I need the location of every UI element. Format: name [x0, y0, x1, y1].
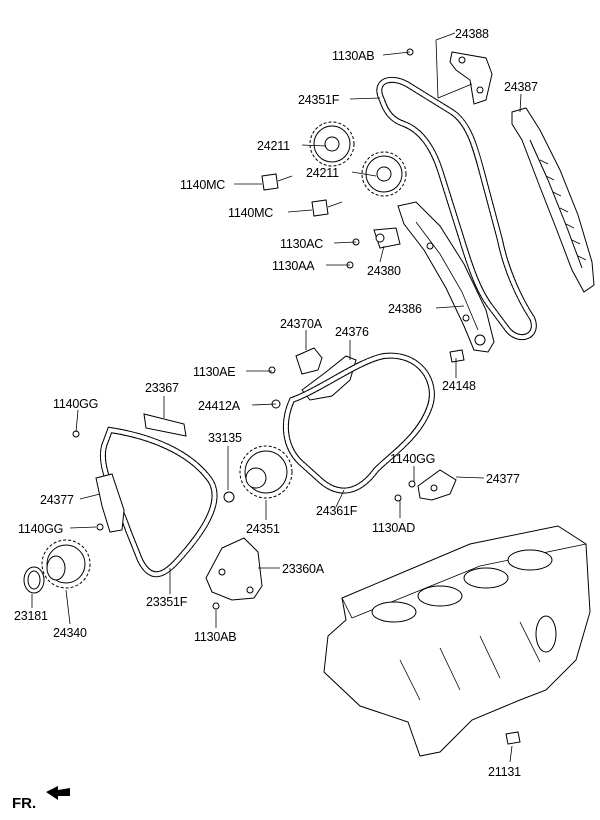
timing-chain-24361F: [282, 352, 435, 494]
label-1140MC-b: 1140MC: [228, 206, 273, 220]
bolt-1140MC-a: [261, 173, 293, 191]
label-1130AC: 1130AC: [280, 237, 323, 251]
bolt-1140GG-c: [96, 523, 104, 531]
label-1140MC-a: 1140MC: [180, 178, 225, 192]
label-24211-a: 24211: [257, 139, 290, 153]
guide-24377-right: [417, 469, 457, 501]
label-24370A: 24370A: [280, 317, 323, 331]
label-24376: 24376: [335, 325, 369, 339]
label-23181: 23181: [14, 609, 48, 623]
guide-23367: [143, 413, 187, 437]
label-24211-b: 24211: [306, 166, 339, 180]
seal-ring-23181: [23, 566, 45, 594]
sprocket-24351: [239, 445, 293, 499]
label-1130AB-top: 1130AB: [332, 49, 374, 63]
part-labels: 1130AB 24388 24387 24351F 24211 1140MC 2…: [12, 27, 538, 812]
bolt-1130AE: [268, 366, 276, 374]
tensioner-arm-24386: [397, 201, 495, 353]
label-24361F: 24361F: [316, 504, 358, 518]
bolt-1140MC-b: [311, 199, 343, 217]
leader-lines: [31, 32, 522, 763]
sprocket-24211-b: [361, 151, 407, 197]
chain-guide-24387: [511, 107, 595, 293]
label-24351F: 24351F: [298, 93, 340, 107]
label-23351F: 23351F: [146, 595, 188, 609]
sprocket-24340: [41, 539, 91, 589]
label-24340: 24340: [53, 626, 87, 640]
bolt-21131: [505, 731, 521, 745]
bracket-23360A: [205, 537, 263, 601]
label-24386: 24386: [388, 302, 422, 316]
guide-24377-left: [95, 473, 125, 533]
label-23367: 23367: [145, 381, 179, 395]
bracket-24370A: [295, 347, 323, 375]
label-1130AA: 1130AA: [272, 259, 315, 273]
bolt-1130AB-bottom: [212, 602, 220, 610]
front-arrow-icon: [46, 786, 70, 800]
label-front-direction: FR.: [12, 795, 36, 812]
label-23360A: 23360A: [282, 562, 325, 576]
part-33135: [223, 491, 235, 503]
bolt-1130AD: [394, 494, 402, 502]
label-24412A: 24412A: [198, 399, 241, 413]
bolt-24148: [449, 349, 465, 363]
label-1140GG-c: 1140GG: [18, 522, 63, 536]
label-1140GG-b: 1140GG: [390, 452, 435, 466]
label-1130AB-bottom: 1130AB: [194, 630, 236, 644]
label-24387: 24387: [504, 80, 538, 94]
label-24351: 24351: [246, 522, 280, 536]
engine-block: [323, 525, 591, 757]
label-24380: 24380: [367, 264, 401, 278]
label-24388: 24388: [455, 27, 489, 41]
label-21131: 21131: [488, 765, 521, 779]
label-1130AD: 1130AD: [372, 521, 415, 535]
label-1140GG-a: 1140GG: [53, 397, 98, 411]
label-33135: 33135: [208, 431, 242, 445]
label-24377-left: 24377: [40, 493, 74, 507]
bracket-24388: [449, 51, 493, 105]
sprocket-24211-a: [309, 121, 355, 167]
label-24377-right: 24377: [486, 472, 520, 486]
label-1130AE: 1130AE: [193, 365, 235, 379]
tensioner-24380: [373, 227, 401, 249]
label-24148: 24148: [442, 379, 476, 393]
timing-chain-24351F: [376, 76, 537, 341]
bolt-1140GG-b: [408, 480, 416, 488]
